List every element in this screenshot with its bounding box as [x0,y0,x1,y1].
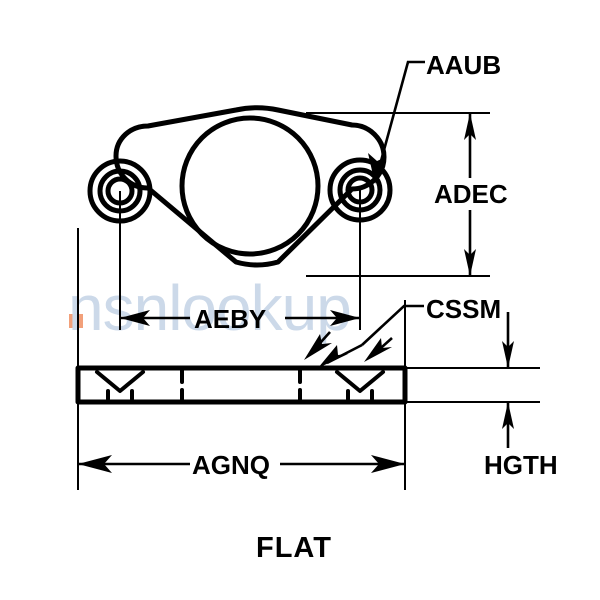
right-countersink-v-upper [335,370,385,393]
aeby-arrow-right [330,310,360,326]
cssm-arrow-left [304,334,332,360]
left-countersink-v-upper [95,370,145,393]
dimension-hgth: HGTH [484,312,558,480]
watermark-dot [69,314,83,328]
dimension-aeby: AEBY [120,304,360,334]
cssm-label: CSSM [426,294,501,324]
hgth-arrow-up [502,402,514,429]
center-bore-circle [179,115,321,257]
side-view-bar [75,365,408,405]
adec-arrow-up [464,113,476,140]
cssm-leader-line-main [361,304,424,346]
view-title-label: FLAT [256,532,332,564]
aeby-arrow-left [120,310,150,326]
dimension-agnq: AGNQ [78,450,405,480]
hgth-arrow-down [502,341,514,368]
flange-side-view [75,365,408,405]
adec-arrow-down [464,249,476,276]
agnq-arrow-left [78,455,112,473]
flange-top-view [87,105,393,330]
dimension-cssm: CSSM [304,294,501,368]
watermark-group: nsnlookup [68,272,352,344]
dimension-aaub: AAUB [368,50,501,184]
hgth-label: HGTH [484,450,558,480]
cssm-arrow-right [318,345,348,368]
right-countersink-detail [335,370,385,401]
adec-label: ADEC [434,179,508,209]
watermark-text: nsnlookup [68,272,351,344]
dimension-adec: ADEC [430,113,540,276]
adec-label-backdrop [430,178,540,210]
cssm-arrow-right-outer [364,338,392,362]
left-countersink-detail [95,370,145,401]
aeby-label: AEBY [194,304,266,334]
agnq-label: AGNQ [192,450,270,480]
agnq-arrow-right [371,455,405,473]
aaub-arrow-head [368,153,386,184]
aaub-leader-line [376,60,425,173]
flange-outer-contour [113,105,387,268]
aaub-label: AAUB [426,50,501,80]
